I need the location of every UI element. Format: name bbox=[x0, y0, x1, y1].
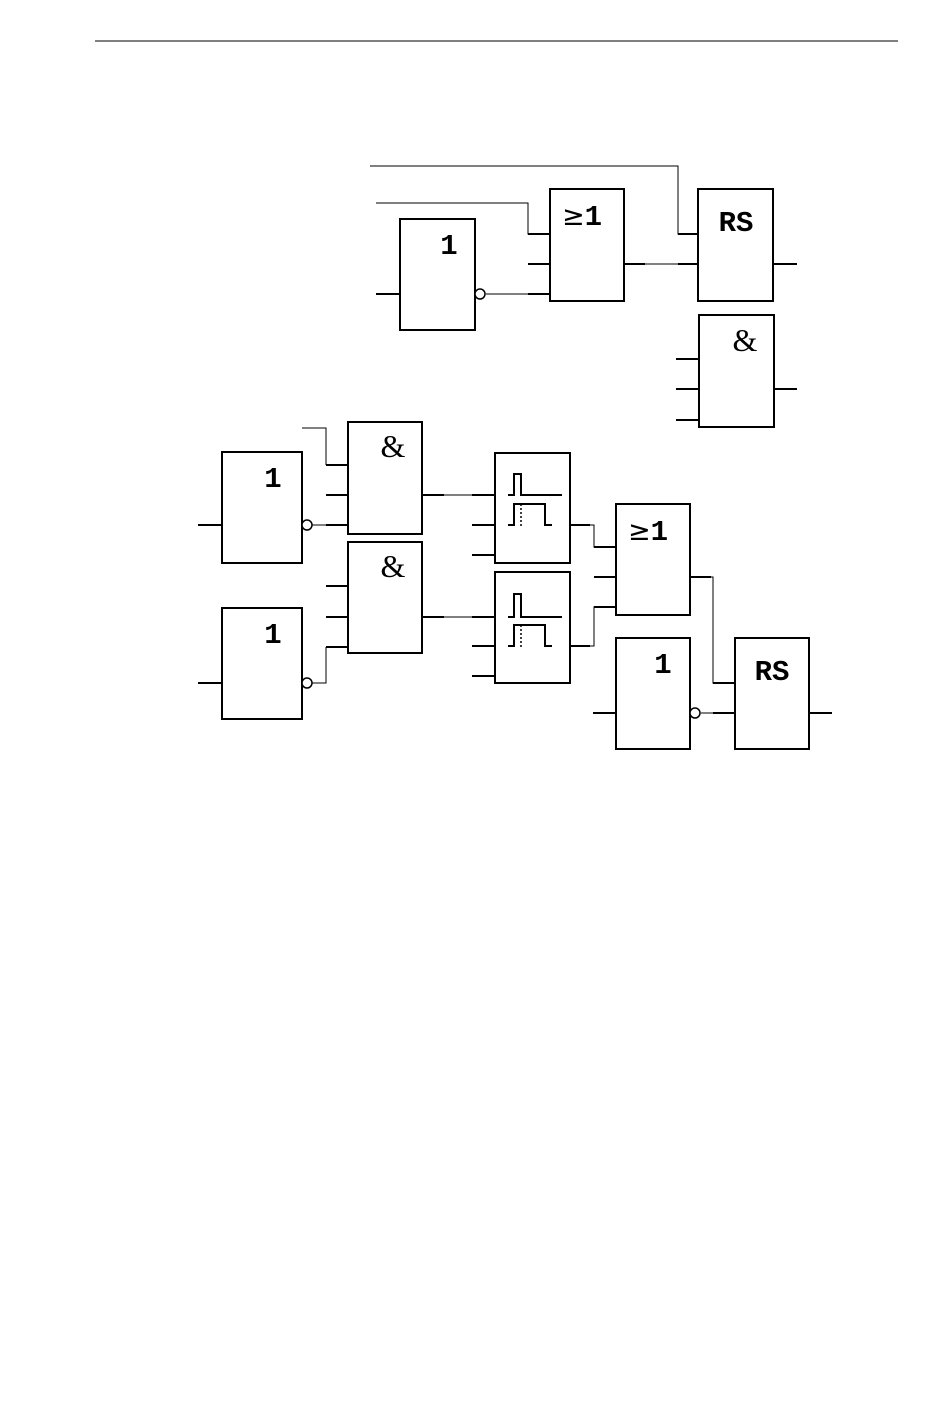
top-and-label: & bbox=[733, 322, 758, 358]
bottom-rs-flipflop: RS bbox=[713, 638, 832, 749]
bottom-and-1-label: & bbox=[381, 428, 406, 464]
bottom-and-gate-2: & bbox=[326, 542, 444, 653]
bottom-rs-label: RS bbox=[755, 656, 790, 689]
top-or-gate: ≥1 bbox=[528, 189, 645, 301]
bottom-or-gate: ≥1 bbox=[594, 504, 711, 615]
bottom-and-2-label: & bbox=[381, 548, 406, 584]
bottom-not-gate-1: 1 bbox=[198, 452, 312, 563]
bottom-or-ge: ≥ bbox=[628, 516, 651, 547]
top-or-ge: ≥ bbox=[562, 201, 585, 232]
bottom-not-gate-2: 1 bbox=[198, 608, 312, 719]
bottom-and-gate-1: & bbox=[326, 422, 444, 534]
bottom-not-3-label: 1 bbox=[654, 649, 671, 682]
bottom-or-one: 1 bbox=[651, 516, 668, 549]
bottom-not-2-label: 1 bbox=[264, 619, 281, 652]
top-and-gate: & bbox=[676, 315, 797, 427]
pulse-timer-block-1 bbox=[472, 453, 590, 563]
bottom-or-label: ≥1 bbox=[628, 516, 668, 549]
top-or-one: 1 bbox=[585, 201, 602, 234]
top-or-label: ≥1 bbox=[562, 201, 602, 234]
top-not-gate: 1 bbox=[376, 219, 485, 330]
bottom-not-gate-3: 1 bbox=[593, 638, 700, 749]
top-not-label: 1 bbox=[440, 230, 457, 263]
top-rs-label: RS bbox=[719, 207, 754, 240]
top-rs-flipflop: RS bbox=[678, 189, 797, 301]
pulse-timer-block-2 bbox=[472, 572, 590, 683]
bottom-not-1-label: 1 bbox=[264, 463, 281, 496]
